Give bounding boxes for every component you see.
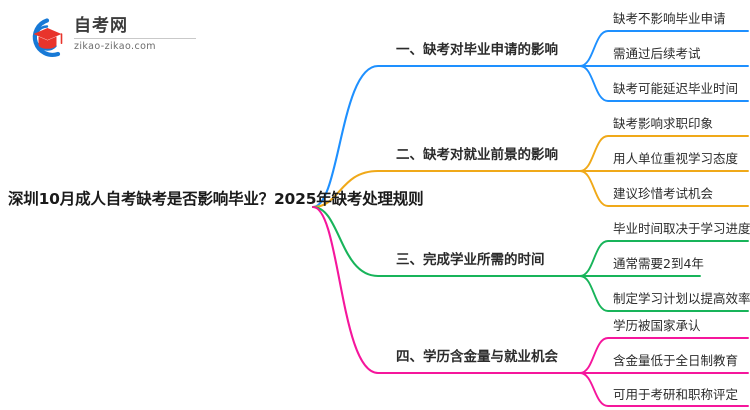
branch-node-3-label[interactable]: 三、完成学业所需的时间 xyxy=(396,252,545,268)
branch-node-1-label[interactable]: 一、缺考对毕业申请的影响 xyxy=(396,42,558,58)
graduation-cap-logo-icon xyxy=(32,18,63,57)
logo-name: 自考网 xyxy=(74,16,128,36)
branch-4-lines xyxy=(311,205,749,407)
leaf-node-2-1-label[interactable]: 缺考影响求职印象 xyxy=(613,116,714,131)
branch-1-lines xyxy=(311,30,749,209)
logo-text-block: 自考网 zikao-zikao.com xyxy=(74,16,206,58)
root-node-label[interactable]: 深圳10月成人自考缺考是否影响毕业？2025年缺考处理规则 xyxy=(8,190,424,208)
branch-2-lines xyxy=(311,135,749,209)
logo-divider xyxy=(74,38,196,39)
leaf-node-3-1-label[interactable]: 毕业时间取决于学习进度 xyxy=(613,221,750,236)
leaf-node-1-2-label[interactable]: 需通过后续考试 xyxy=(613,46,701,61)
leaf-node-3-3-label[interactable]: 制定学习计划以提高效率 xyxy=(613,291,750,306)
site-logo[interactable]: 自考网 zikao-zikao.com xyxy=(26,14,206,60)
leaf-node-4-2-label[interactable]: 含金量低于全日制教育 xyxy=(613,353,739,368)
logo-url: zikao-zikao.com xyxy=(74,41,156,52)
leaf-node-4-1-label[interactable]: 学历被国家承认 xyxy=(613,318,701,333)
branch-node-2-label[interactable]: 二、缺考对就业前景的影响 xyxy=(396,147,558,163)
leaf-node-2-3-label[interactable]: 建议珍惜考试机会 xyxy=(613,186,714,201)
branch-3-lines xyxy=(311,205,749,312)
leaf-node-4-3-label[interactable]: 可用于考研和职称评定 xyxy=(613,387,739,402)
leaf-node-3-2-label[interactable]: 通常需要2到4年 xyxy=(613,256,704,271)
leaf-node-2-2-label[interactable]: 用人单位重视学习态度 xyxy=(613,151,739,166)
leaf-node-1-3-label[interactable]: 缺考可能延迟毕业时间 xyxy=(613,81,739,96)
leaf-node-1-1-label[interactable]: 缺考不影响毕业申请 xyxy=(613,11,726,26)
branch-node-4-label[interactable]: 四、学历含金量与就业机会 xyxy=(396,349,558,365)
